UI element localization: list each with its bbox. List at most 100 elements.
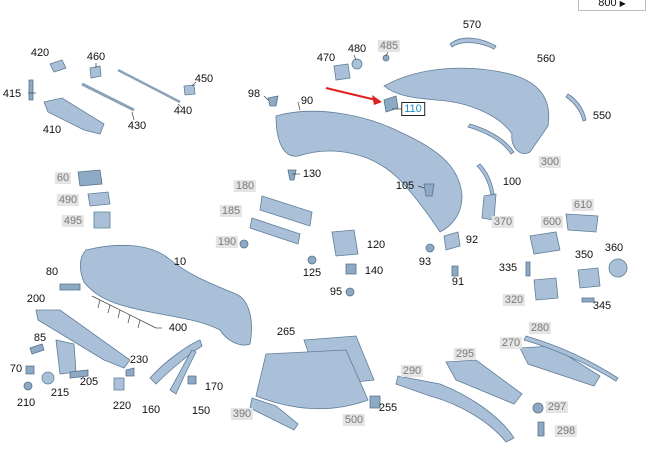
label-210[interactable]: 210 xyxy=(16,397,36,409)
label-255[interactable]: 255 xyxy=(378,402,398,414)
part-500[interactable] xyxy=(255,349,369,410)
label-295[interactable]: 295 xyxy=(453,348,477,360)
label-93[interactable]: 93 xyxy=(418,256,432,268)
label-200[interactable]: 200 xyxy=(26,293,46,305)
label-220[interactable]: 220 xyxy=(112,400,132,412)
label-400[interactable]: 400 xyxy=(168,322,188,334)
label-610[interactable]: 610 xyxy=(571,199,595,211)
label-460[interactable]: 460 xyxy=(86,51,106,63)
part-570[interactable] xyxy=(449,37,497,50)
part-450[interactable] xyxy=(183,84,196,96)
label-298[interactable]: 298 xyxy=(554,425,578,437)
part-92[interactable] xyxy=(443,231,461,251)
label-85[interactable]: 85 xyxy=(33,332,47,344)
part-91[interactable] xyxy=(451,265,459,277)
part-80[interactable] xyxy=(59,283,81,291)
label-335[interactable]: 335 xyxy=(498,262,518,274)
part-95[interactable] xyxy=(345,287,355,297)
label-300[interactable]: 300 xyxy=(538,156,562,168)
label-140[interactable]: 140 xyxy=(364,265,384,277)
part-215[interactable] xyxy=(41,371,55,385)
part-495[interactable] xyxy=(93,211,111,229)
label-205[interactable]: 205 xyxy=(79,376,99,388)
part-180[interactable] xyxy=(259,195,313,227)
part-298[interactable] xyxy=(537,421,545,437)
part-200[interactable] xyxy=(35,309,131,369)
label-490[interactable]: 490 xyxy=(56,194,80,206)
label-360[interactable]: 360 xyxy=(604,242,624,254)
label-560[interactable]: 560 xyxy=(536,53,556,65)
part-480[interactable] xyxy=(351,58,363,70)
part-460[interactable] xyxy=(89,65,102,79)
label-70[interactable]: 70 xyxy=(9,363,23,375)
label-98[interactable]: 98 xyxy=(247,88,261,100)
label-80[interactable]: 80 xyxy=(45,266,59,278)
label-550[interactable]: 550 xyxy=(592,110,612,122)
label-215[interactable]: 215 xyxy=(50,387,70,399)
label-415[interactable]: 415 xyxy=(2,88,22,100)
part-120[interactable] xyxy=(331,229,359,257)
label-160[interactable]: 160 xyxy=(141,404,161,416)
part-10[interactable] xyxy=(80,244,252,346)
label-450[interactable]: 450 xyxy=(194,73,214,85)
part-490[interactable] xyxy=(87,191,111,207)
part-205[interactable] xyxy=(69,369,89,379)
part-93[interactable] xyxy=(425,243,435,253)
part-140[interactable] xyxy=(345,263,357,275)
label-60[interactable]: 60 xyxy=(54,172,72,184)
label-370[interactable]: 370 xyxy=(491,216,515,228)
label-480[interactable]: 480 xyxy=(347,43,367,55)
label-470[interactable]: 470 xyxy=(316,52,336,64)
label-105[interactable]: 105 xyxy=(395,180,415,192)
part-230[interactable] xyxy=(125,367,135,377)
label-297[interactable]: 297 xyxy=(545,401,569,413)
label-110-highlighted[interactable]: 110 xyxy=(401,102,425,116)
label-90[interactable]: 90 xyxy=(300,95,314,107)
label-390[interactable]: 390 xyxy=(230,408,254,420)
label-345[interactable]: 345 xyxy=(592,300,612,312)
label-570[interactable]: 570 xyxy=(462,19,482,31)
part-297[interactable] xyxy=(532,402,544,414)
label-91[interactable]: 91 xyxy=(451,276,465,288)
part-105[interactable] xyxy=(423,183,435,197)
label-130[interactable]: 130 xyxy=(302,168,322,180)
part-85[interactable] xyxy=(29,343,45,355)
label-440[interactable]: 440 xyxy=(173,105,193,117)
part-255[interactable] xyxy=(369,395,381,409)
part-110[interactable] xyxy=(383,95,399,113)
part-485[interactable] xyxy=(382,54,390,62)
label-495[interactable]: 495 xyxy=(61,215,85,227)
part-410[interactable] xyxy=(43,97,105,135)
part-335[interactable] xyxy=(525,261,531,277)
part-320[interactable] xyxy=(533,277,559,301)
part-reflector-200[interactable] xyxy=(55,339,77,375)
part-470[interactable] xyxy=(333,63,351,81)
label-120[interactable]: 120 xyxy=(366,239,386,251)
label-350[interactable]: 350 xyxy=(574,249,594,261)
part-70[interactable] xyxy=(25,365,35,375)
part-280[interactable] xyxy=(523,335,619,382)
part-610[interactable] xyxy=(565,213,599,233)
label-420[interactable]: 420 xyxy=(30,47,50,59)
label-95[interactable]: 95 xyxy=(329,286,343,298)
label-290[interactable]: 290 xyxy=(400,365,424,377)
part-415[interactable] xyxy=(28,79,34,101)
label-430[interactable]: 430 xyxy=(127,120,147,132)
label-100[interactable]: 100 xyxy=(502,176,522,188)
part-560[interactable] xyxy=(383,67,550,154)
label-185[interactable]: 185 xyxy=(219,205,243,217)
part-160[interactable] xyxy=(149,339,203,385)
label-410[interactable]: 410 xyxy=(42,124,62,136)
part-130[interactable] xyxy=(287,169,297,181)
part-125[interactable] xyxy=(307,255,317,265)
part-60[interactable] xyxy=(77,169,103,187)
part-210[interactable] xyxy=(23,381,33,391)
part-170[interactable] xyxy=(187,375,197,385)
part-98[interactable] xyxy=(267,95,279,107)
part-290[interactable] xyxy=(395,375,515,443)
part-430-rod[interactable] xyxy=(81,82,135,112)
part-360[interactable] xyxy=(608,258,628,278)
page-indicator[interactable]: 800▶ xyxy=(578,0,646,11)
part-100[interactable] xyxy=(476,163,495,196)
label-280[interactable]: 280 xyxy=(528,322,552,334)
